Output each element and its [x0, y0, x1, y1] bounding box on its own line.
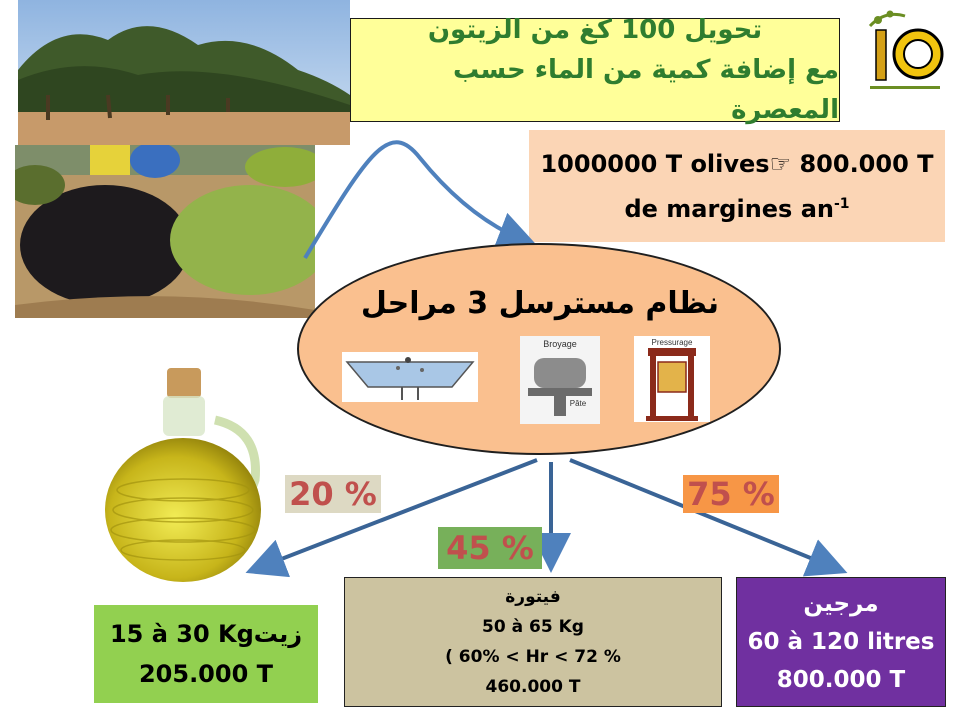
- grinding-mill-icon: Broyage Pâte: [520, 336, 600, 424]
- title-box: تحويل 100 كغ من الزيتون مع إضافة كمية من…: [350, 15, 840, 125]
- fitoura-tonnage: 460.000 T: [485, 677, 581, 697]
- press-icon: Pressurage: [634, 336, 710, 422]
- oil-output-box: 15 à 30 Kgزيت 205.000 T: [94, 605, 318, 703]
- fitoura-humidity: ( 60% < Hr < 72 %: [445, 647, 621, 667]
- washing-basin-icon: [342, 352, 478, 402]
- info-line-1: 1000000 T olives☞ 800.000 T: [540, 149, 934, 178]
- system-title: نظام مسترسل 3 مراحل: [360, 286, 720, 321]
- production-info-box: 1000000 T olives☞ 800.000 T de margines …: [529, 130, 945, 242]
- margine-output-box: مرجين 60 à 120 litres 800.000 T: [736, 577, 946, 707]
- input-curved-arrow: [303, 140, 538, 260]
- margine-arrow: [569, 458, 848, 577]
- info-line-2: de margines an-1: [624, 194, 850, 223]
- institute-logo: [860, 8, 950, 98]
- olive-grove-photo: [18, 0, 350, 145]
- grinding-label: Broyage: [543, 339, 577, 349]
- title-line-2: مع إضافة كمية من الماء حسب المعصرة: [452, 55, 839, 125]
- fitoura-percentage-label: 45 %: [438, 527, 542, 569]
- margine-tonnage: 800.000 T: [776, 667, 906, 693]
- oil-percentage-label: 20 %: [285, 475, 381, 513]
- olive-oil-jar-photo: [95, 360, 280, 585]
- fitoura-quantity: 50 à 65 Kg: [482, 617, 584, 637]
- oil-tonnage: 205.000 T: [138, 660, 274, 688]
- paste-label: Pâte: [570, 399, 587, 408]
- oil-arrow: [245, 458, 538, 578]
- margine-quantity: 60 à 120 litres: [747, 629, 935, 655]
- margine-percentage-label: 75 %: [683, 475, 779, 513]
- fitoura-label: فيتورة: [505, 587, 561, 607]
- pressing-label: Pressurage: [652, 338, 693, 347]
- oil-quantity: 15 à 30 Kgزيت: [109, 620, 303, 648]
- olive-harvest-photo: [15, 145, 315, 318]
- margine-label: مرجين: [803, 591, 879, 617]
- title-line-1: تحويل 100 كغ من الزيتون: [427, 15, 763, 45]
- fitoura-output-box: فيتورة 50 à 65 Kg ( 60% < Hr < 72 % 460.…: [344, 577, 722, 707]
